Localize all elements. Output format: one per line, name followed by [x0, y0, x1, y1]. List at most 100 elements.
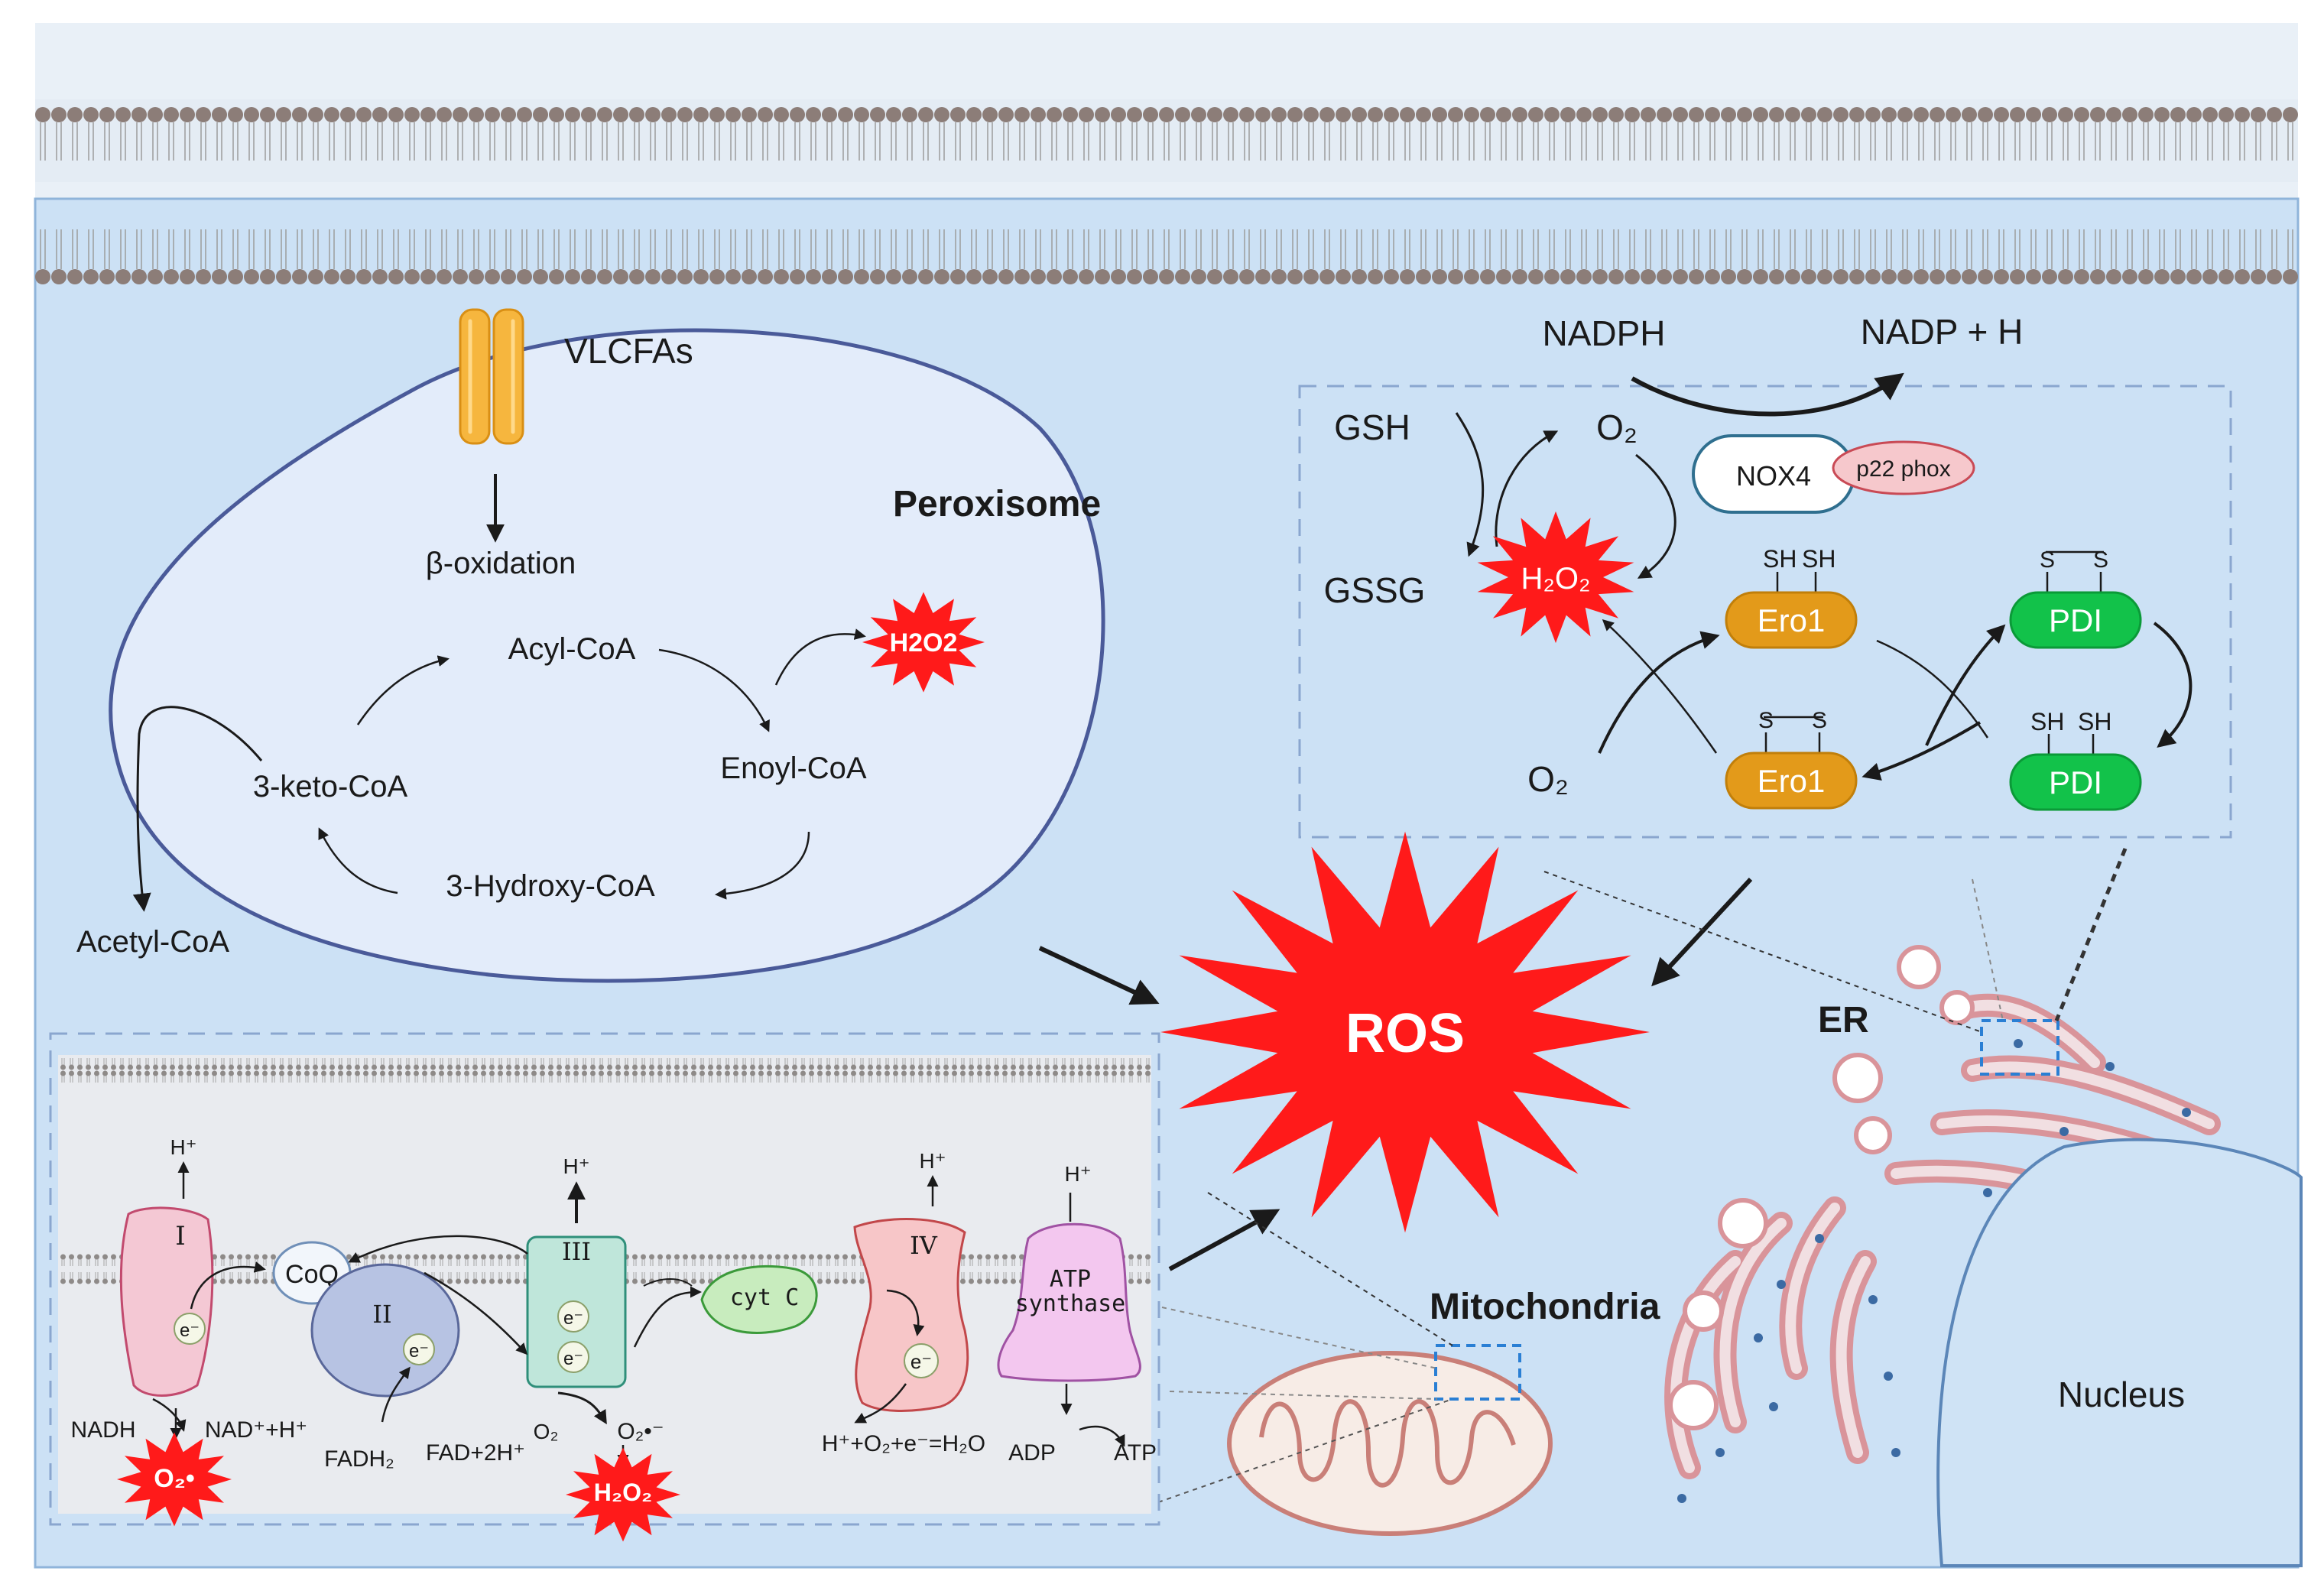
pdi-bottom-sh-1: SH: [2030, 708, 2064, 735]
hydroxy-coa-label: 3-Hydroxy-CoA: [446, 869, 655, 903]
etc-o2-label: O₂: [534, 1420, 559, 1443]
p22phox-shape: [1832, 440, 1975, 495]
er-h2o2-label: H₂O₂: [1521, 562, 1590, 596]
acetyl-coa-label: Acetyl-CoA: [76, 925, 229, 959]
complex-ii-label: II: [372, 1300, 391, 1329]
nad-h-label: NAD⁺+H⁺: [205, 1417, 307, 1443]
arrow-o2-to-ero1: [1598, 631, 1720, 754]
complex-i-label: I: [175, 1221, 185, 1252]
water-equation-label: H⁺+O₂+e⁻=H₂O: [822, 1431, 985, 1456]
er-panel-frame: [1298, 385, 2232, 839]
complex-iii-h-plus: H⁺: [563, 1154, 590, 1178]
etc-superoxide-label: O₂•⁻: [617, 1419, 664, 1444]
ero1-bottom-s-1: S: [1758, 708, 1774, 733]
o2-top-label: O₂: [1596, 407, 1638, 447]
arrow-to-ero1-bottom: [1861, 721, 1982, 781]
peroxisome: VLCFAs β-oxidation Peroxisome Acyl-CoA E…: [76, 308, 1105, 983]
complex-i: I e⁻ H⁺: [119, 1135, 266, 1397]
arrow-o2-to-h2o2: [1635, 453, 1676, 579]
ero1-top-sh-1: SH: [1763, 545, 1797, 573]
p22phox-label: p22 phox: [1856, 456, 1950, 482]
complex-iii-label: III: [562, 1237, 591, 1266]
arrow-acyl-to-enoyl: [658, 648, 770, 732]
complex-i-superoxide-burst: O₂•: [117, 1432, 232, 1527]
arrow-er-to-ros: [1651, 877, 1753, 987]
complex-iv-electron: e⁻: [910, 1350, 932, 1373]
ero1-top-sh-2: SH: [1802, 545, 1836, 573]
arrow-enoyl-to-hydroxy: [715, 831, 810, 900]
atp-synthase-label-2: synthase: [1015, 1290, 1126, 1317]
complex-iii-electron-2: e⁻: [563, 1349, 583, 1369]
complex-i-electron: e⁻: [180, 1320, 200, 1341]
complex-ii: II e⁻: [310, 1263, 460, 1423]
ero1-oxidized: S S Ero1: [1725, 708, 1858, 810]
atp-synthase-h-plus: H⁺: [1065, 1162, 1092, 1186]
arrow-iii-to-coq: [348, 1235, 528, 1263]
arrow-to-pdi-top: [1925, 624, 2006, 746]
pdi-reduced: SH SH PDI: [2009, 708, 2142, 811]
o2-bottom-label: O₂: [1527, 759, 1569, 799]
vlcfa-transporter: [459, 308, 524, 445]
complex-iii-h2o2-label: H₂O₂: [594, 1479, 652, 1506]
arrow-keto-to-acyl: [356, 655, 450, 726]
gsh-label: GSH: [1334, 407, 1410, 447]
arrow-pdi-top-to-bottom: [2153, 622, 2193, 748]
arrow-h2o2-to-o2: [1495, 430, 1559, 547]
ros-label: ROS: [1345, 1003, 1465, 1064]
complex-iii: III e⁻ e⁻ H⁺: [526, 1154, 627, 1388]
er-h2o2-burst: H₂O₂: [1477, 511, 1634, 644]
pdi-oxidized: S S PDI: [2009, 547, 2142, 649]
ero1-bottom-s-2: S: [1812, 708, 1827, 733]
ero1-top-label: Ero1: [1758, 602, 1826, 638]
gssg-label: GSSG: [1324, 570, 1426, 610]
nadph-label: NADPH: [1542, 313, 1665, 353]
cyt-c: cyt C: [700, 1264, 818, 1334]
er-label: ER: [1818, 1000, 1869, 1040]
arrow-to-acetyl-coa: [132, 706, 263, 912]
arrow-iii-cytc-small: [643, 1278, 693, 1287]
mitochondria-label: Mitochondria: [1430, 1287, 1660, 1327]
nadh-label: NADH: [70, 1417, 135, 1443]
adp-label: ADP: [1008, 1440, 1056, 1466]
nox4-complex: NOX4 p22 phox: [1692, 434, 1975, 514]
complex-ii-electron: e⁻: [409, 1341, 429, 1362]
arrow-ero1-to-pdi-curve: [1876, 639, 1989, 739]
peroxisome-h2o2-label: H2O2: [890, 628, 958, 657]
atp-synthase-label-1: ATP: [1050, 1266, 1091, 1293]
beta-oxidation-label: β-oxidation: [426, 547, 576, 580]
pdi-bottom-sh-2: SH: [2078, 708, 2111, 735]
fad-2h-label: FAD+2H⁺: [426, 1440, 525, 1466]
pdi-top-s-2: S: [2093, 547, 2108, 573]
mito-zoom-box: [1434, 1344, 1521, 1401]
complex-i-h-plus: H⁺: [170, 1135, 197, 1159]
complex-iv: IV e⁻ H⁺: [853, 1149, 969, 1424]
er-organelle: ER: [1543, 848, 2267, 1503]
peroxisome-membrane: [109, 328, 1105, 983]
ros-burst: ROS: [1160, 831, 1650, 1233]
enoyl-coa-label: Enoyl-CoA: [720, 752, 867, 785]
etc-outer-membrane: [58, 1057, 1151, 1087]
arrow-ero1-to-h2o2: [1602, 618, 1718, 754]
pdi-bottom-label: PDI: [2049, 765, 2102, 800]
er-panel: NADPH NADP + H GSH GSSG O₂ NOX4 p22 phox…: [1298, 312, 2232, 839]
arrow-mito-to-ros: [1168, 1209, 1280, 1271]
plasma-membrane: [35, 99, 2298, 284]
complex-iii-electron-1: e⁻: [563, 1308, 583, 1329]
coq-label: CoQ: [285, 1260, 339, 1289]
arrow-nadph-to-nadp: [1631, 372, 1904, 417]
complex-iv-label: IV: [910, 1231, 938, 1260]
arrow-coq-to-iii: [424, 1271, 528, 1355]
etc-panel: I e⁻ H⁺ CoQ II e⁻ III e⁻ e⁻: [49, 1032, 1160, 1542]
vlcfas-label: VLCFAs: [564, 331, 693, 371]
fadh2-label: FADH₂: [324, 1446, 394, 1472]
acyl-coa-label: Acyl-CoA: [508, 632, 636, 666]
peroxisome-title: Peroxisome: [893, 484, 1101, 524]
arrow-peroxisome-to-ros: [1038, 946, 1160, 1005]
ero1-bottom-label: Ero1: [1758, 763, 1826, 799]
arrow-hydroxy-to-keto: [318, 827, 398, 894]
nox4-label: NOX4: [1736, 460, 1811, 492]
complex-i-superoxide-label: O₂•: [154, 1464, 194, 1493]
nadp-h-label: NADP + H: [1861, 312, 2024, 352]
